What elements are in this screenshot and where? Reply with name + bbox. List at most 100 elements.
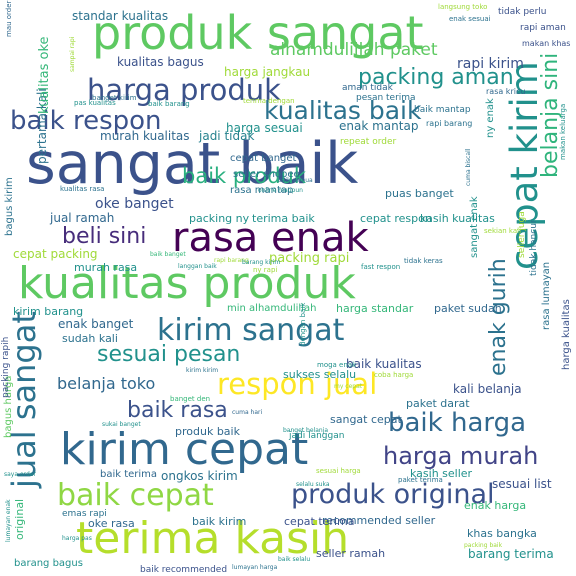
word: baik cepat xyxy=(57,478,214,513)
word: ongkos kirim xyxy=(161,469,238,483)
word: sangat cepat xyxy=(330,413,402,426)
word: harga pas xyxy=(62,535,92,542)
word: sukses selalu xyxy=(283,368,357,381)
word: sesuai list xyxy=(492,477,552,491)
word: sudah kali xyxy=(62,332,118,345)
word: makan khas xyxy=(522,39,571,48)
word: rapi barang xyxy=(426,119,473,128)
word: kirim kirim xyxy=(186,367,219,374)
word: produk original xyxy=(291,479,495,510)
word: my cepat xyxy=(334,383,363,390)
word: sekian kali xyxy=(484,227,522,235)
word: harga produk xyxy=(87,73,281,107)
word: baik recommended xyxy=(140,565,228,575)
word: harga jangkau xyxy=(224,65,311,79)
word: packing rapih xyxy=(1,336,11,398)
word: seller shopee xyxy=(233,169,300,180)
word: original xyxy=(13,498,26,540)
word: beli sini xyxy=(62,224,147,249)
word: rapi barang xyxy=(214,257,249,264)
word: kualitas produk xyxy=(18,258,356,309)
word: baik semua xyxy=(278,177,313,184)
word: sesuai harga xyxy=(316,467,361,475)
word: recommended seller xyxy=(322,514,436,527)
word: sampai rapi xyxy=(69,36,76,72)
word: cepat banget xyxy=(230,153,297,164)
word: terima dengan xyxy=(243,97,295,105)
word: baik selalu xyxy=(278,556,311,563)
word: kualitas rasa xyxy=(60,185,105,193)
word: mau order xyxy=(5,1,13,38)
word: kasih seller xyxy=(410,467,473,480)
word: baik barang xyxy=(148,100,190,108)
word: seller ramah xyxy=(316,547,386,560)
word: terima kasih xyxy=(76,513,350,564)
word: terima baik xyxy=(252,212,315,225)
word: repeat order xyxy=(340,137,397,147)
word: tidak perlu xyxy=(498,7,547,17)
word: saya order xyxy=(4,471,36,478)
word: paket darat xyxy=(406,397,470,410)
word: puas banget xyxy=(385,187,454,200)
word: pas kualitas xyxy=(74,99,116,107)
word: baik rasa xyxy=(127,398,228,423)
word: langsung toko xyxy=(438,3,488,11)
word: emas rapi xyxy=(62,509,107,519)
word: baik respon xyxy=(10,106,162,136)
word: sesuai pesan xyxy=(97,342,241,367)
word: rasa kricu xyxy=(486,87,526,96)
word: packing baik xyxy=(464,542,503,549)
word: barang bagus xyxy=(14,558,83,569)
word: oke rasa xyxy=(88,517,135,530)
word: cepat terima xyxy=(284,515,355,528)
word: alhamdulillah paket xyxy=(270,40,438,60)
word: khas bangka xyxy=(467,527,537,540)
word: paket sudah xyxy=(434,302,502,315)
word: rapi kirim xyxy=(457,56,524,72)
word: harga murah xyxy=(383,442,539,470)
word: ny enak xyxy=(485,98,496,138)
word: packing rapi xyxy=(269,251,350,266)
word: cepat respon xyxy=(360,212,432,225)
word: packing ny xyxy=(189,212,250,225)
word: cuma biscall xyxy=(465,148,472,186)
word: enak mantap xyxy=(339,119,419,133)
word: langgan baik xyxy=(178,263,217,270)
word: baik mantap xyxy=(414,105,471,115)
word: baik kualitas xyxy=(346,357,422,371)
word: kasih kualitas xyxy=(420,212,495,225)
word: sangat enak xyxy=(469,196,480,258)
word: makan keluarga xyxy=(559,103,567,160)
word: kirim barang xyxy=(13,305,84,318)
word: cepat packing xyxy=(13,247,98,261)
word: enak sesuai xyxy=(449,15,491,23)
word: produk baik xyxy=(175,425,240,438)
word: enak harga xyxy=(464,499,527,512)
word: ny rapi xyxy=(253,266,278,274)
word: rasa mantap xyxy=(230,185,294,196)
word: coba harga xyxy=(374,371,414,379)
word: respon jual xyxy=(217,367,378,401)
word: rasa enak xyxy=(172,215,369,261)
word: baik kirim xyxy=(192,515,247,528)
word: pesan terima xyxy=(356,93,416,103)
word: lumayan harga xyxy=(232,564,278,571)
word: cuma hari xyxy=(232,409,263,416)
word: harga sesuai xyxy=(226,121,303,135)
word: harga kualitas xyxy=(561,299,572,370)
word: seller juga xyxy=(517,211,527,258)
word: banget kirim xyxy=(92,94,137,102)
word: moga enak xyxy=(317,361,357,369)
word: barang terima xyxy=(468,547,554,561)
word: belanja toko xyxy=(57,374,156,393)
word: sukai banget xyxy=(102,421,141,428)
word: jadi langgan xyxy=(289,431,345,441)
word: kirim cepat xyxy=(60,424,309,475)
word: enak banget xyxy=(58,317,134,331)
word: murah kualitas xyxy=(100,129,190,143)
word: baik terima xyxy=(100,469,158,480)
word: harga standar xyxy=(336,302,414,315)
word: produk sangat xyxy=(92,6,424,60)
word: fast respon xyxy=(361,263,401,271)
